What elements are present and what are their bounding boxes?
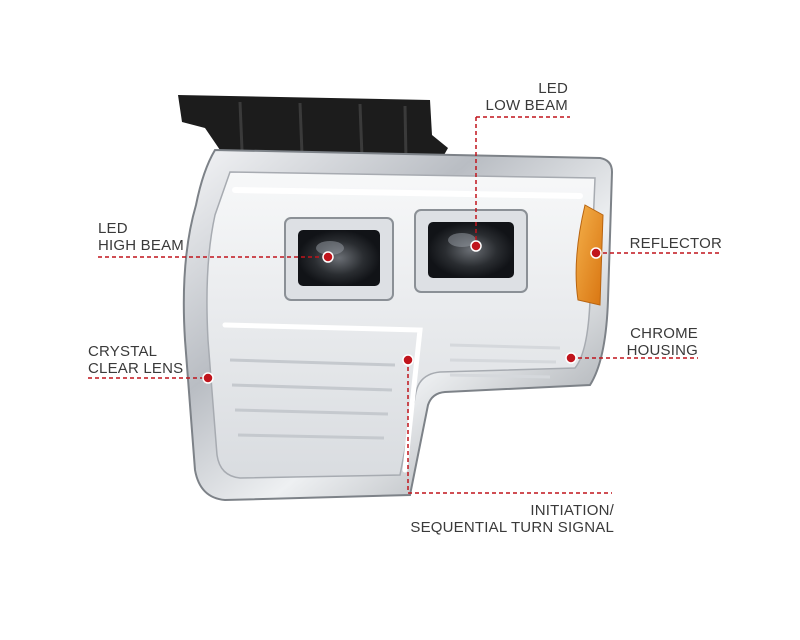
signal-strip-4 xyxy=(237,433,385,440)
mounting-bracket xyxy=(178,95,448,162)
label-led-high-beam: LED HIGH BEAM xyxy=(98,220,218,254)
dot-reflector xyxy=(590,247,602,259)
chrome-side-strips xyxy=(449,343,561,379)
label-led-high-beam-line1: LED xyxy=(98,220,128,237)
label-led-high-beam-line2: HIGH BEAM xyxy=(98,237,184,254)
label-reflector: REFLECTOR xyxy=(610,235,722,252)
callout-leaders xyxy=(88,116,722,494)
label-crystal-clear-lens: CRYSTAL CLEAR LENS xyxy=(88,343,198,377)
led-light-bar-upper xyxy=(232,187,583,199)
label-crystal-clear-lens-line2: CLEAR LENS xyxy=(88,360,184,377)
led-light-bar-lower xyxy=(222,322,423,473)
dot-crystal-clear-lens xyxy=(202,372,214,384)
label-chrome-housing-line1: CHROME xyxy=(630,325,698,342)
low-beam-projector-lens xyxy=(428,222,514,278)
signal-strip-2 xyxy=(231,383,393,392)
label-sequential-turn-signal-line1: INITIATION/ xyxy=(530,502,614,519)
label-chrome-housing-line2: HOUSING xyxy=(626,342,698,359)
label-sequential-turn-signal: INITIATION/ SEQUENTIAL TURN SIGNAL xyxy=(400,502,614,536)
bracket-ribs xyxy=(238,101,408,161)
dot-chrome-housing xyxy=(565,352,577,364)
dot-led-high-beam xyxy=(322,251,334,263)
label-led-low-beam-line1: LED xyxy=(538,80,568,97)
signal-strip-3 xyxy=(234,408,389,416)
label-led-low-beam: LED LOW BEAM xyxy=(470,80,568,114)
label-led-low-beam-line2: LOW BEAM xyxy=(485,97,568,114)
dot-sequential-turn-signal xyxy=(402,354,414,366)
signal-strip-1 xyxy=(229,358,396,367)
label-sequential-turn-signal-line2: SEQUENTIAL TURN SIGNAL xyxy=(410,519,614,536)
high-beam-projector-lens xyxy=(298,230,380,286)
label-crystal-clear-lens-line1: CRYSTAL xyxy=(88,343,158,360)
leader-sequential-turn-signal xyxy=(407,360,612,494)
amber-reflector xyxy=(575,204,604,306)
label-chrome-housing: CHROME HOUSING xyxy=(608,325,698,359)
dot-led-low-beam xyxy=(470,240,482,252)
high-beam-glint xyxy=(316,241,344,255)
low-beam-glint xyxy=(448,233,476,247)
label-reflector-line1: REFLECTOR xyxy=(629,235,722,252)
